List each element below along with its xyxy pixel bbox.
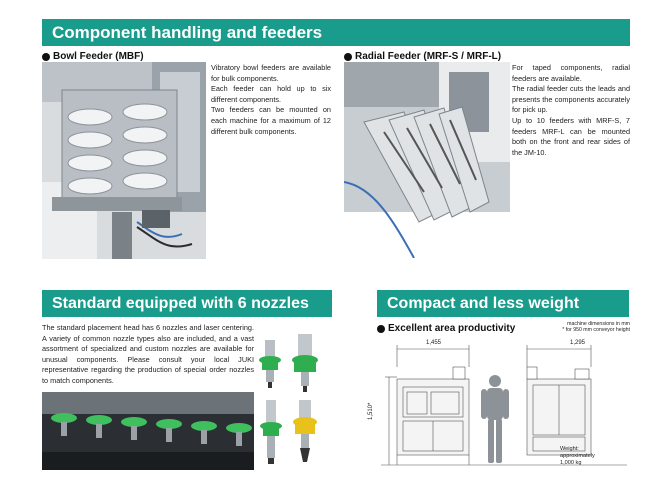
machine-dimension-drawing [377, 337, 630, 472]
bullet-icon [344, 52, 352, 61]
dimension-width-side: 1,295 [570, 340, 586, 346]
section-title-text: Compact and less weight [387, 294, 580, 312]
dimension-height: 1,510* [368, 402, 374, 420]
green-nozzle-icon [259, 340, 281, 388]
section-title-component-handling: Component handling and feeders [42, 19, 630, 46]
bullet-icon [377, 324, 385, 333]
person-scale-icon [481, 375, 509, 463]
radial-feeder-photo [344, 62, 510, 258]
bowl-feeder-photo [42, 62, 206, 259]
nozzles-description: The standard placement head has 6 nozzle… [42, 323, 254, 385]
bowl-feeder-description: Vibratory bowl feeders are available for… [211, 63, 331, 136]
section-title-nozzles: Standard equipped with 6 nozzles [42, 290, 332, 317]
bullet-icon [42, 52, 50, 61]
placement-head-photo [42, 392, 254, 470]
bowl-feeder-heading: Bowl Feeder (MBF) [42, 51, 144, 62]
section-title-text: Component handling and feeders [52, 22, 323, 42]
section-title-compact: Compact and less weight [377, 290, 629, 317]
radial-feeder-heading: Radial Feeder (MRF-S / MRF-L) [344, 51, 501, 62]
dimension-width-front: 1,455 [426, 340, 442, 346]
weight-note: Weight: approximately 1,000 kg [560, 446, 595, 466]
dimensions-note: machine dimensions in mm * for 950 mm co… [562, 321, 630, 333]
nozzle-types-photo [256, 322, 334, 470]
section-title-text: Standard equipped with 6 nozzles [52, 294, 309, 312]
radial-feeder-description: For taped components, radial feeders are… [512, 63, 630, 157]
area-productivity-heading: Excellent area productivity [377, 323, 515, 334]
